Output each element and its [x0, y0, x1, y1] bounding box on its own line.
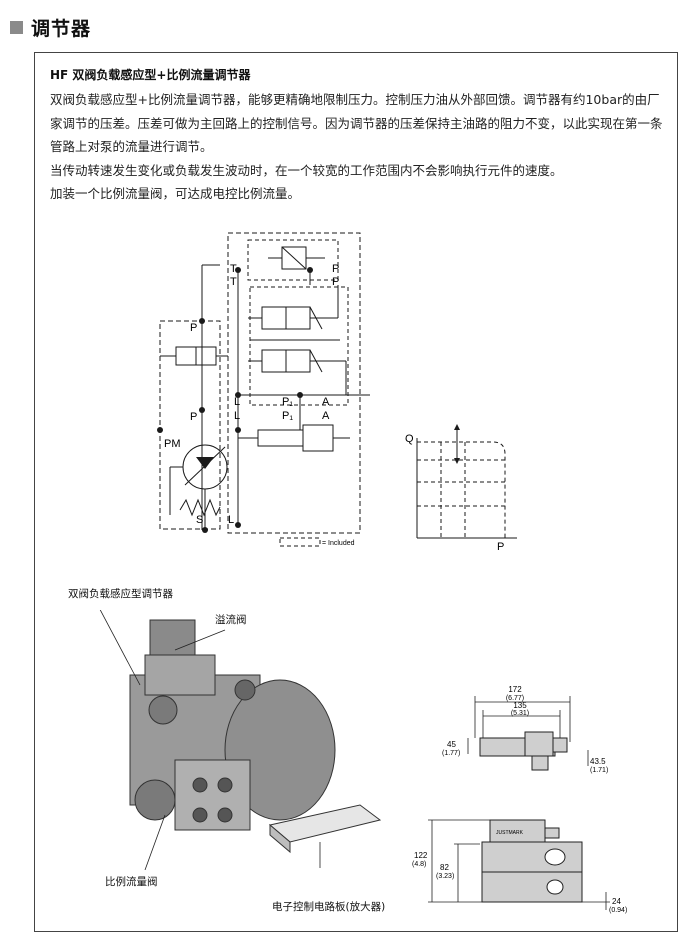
port-l-lower: L: [228, 514, 234, 526]
dim-45: 45: [447, 740, 456, 749]
dim-135: 135: [513, 701, 527, 710]
dim-122: 122: [414, 851, 428, 860]
header-square-icon: [10, 20, 23, 34]
paragraph-2: 当传动转速发生变化或负载发生波动时，在一个较宽的工作范围内不会影响执行元件的速度…: [50, 162, 563, 178]
port-p-lower: P: [332, 276, 339, 288]
dim-82: 82: [440, 863, 449, 872]
graph-ylabel: Q: [405, 433, 414, 445]
port-t-lower: T: [230, 276, 237, 288]
port-s: S: [196, 514, 203, 526]
port-l-upper: L: [234, 396, 240, 408]
section-subtitle: HF 双阀负载感应型+比例流量调节器: [50, 68, 251, 82]
dim-45-inch: (1.77): [442, 750, 460, 757]
port-l-mid: L: [234, 410, 240, 422]
label-dual-valve-regulator: 双阀负载感应型调节器: [68, 588, 173, 600]
port-a-lower: A: [322, 410, 330, 422]
dim-24: 24: [612, 897, 621, 906]
port-p-left-lower: P: [190, 411, 197, 423]
pump-product-photo: [99, 610, 382, 870]
qp-characteristic-graph: Q P: [405, 424, 517, 550]
dim-24-inch: (0.94): [609, 907, 627, 914]
label-relief-valve: 溢流阀: [215, 614, 247, 626]
paragraph-3: 加装一个比例流量阀，可达成电控比例流量。: [50, 186, 301, 201]
dimension-drawing-bottom: JUSTMARK 122 (4.8) 82 (3.23) 24 (0.94): [412, 819, 627, 914]
dimension-drawing-top: 172 (6.77) 135 (5.31) 45 (1.77) 43.5 (1.…: [442, 685, 608, 774]
port-t-upper: T: [230, 263, 237, 275]
port-p-left-upper: P: [190, 322, 197, 334]
dim-82-inch: (3.23): [436, 873, 454, 880]
section-header: 调节器: [10, 14, 91, 40]
dim-43-5-inch: (1.71): [590, 767, 608, 774]
page-title: 调节器: [31, 17, 92, 40]
description-text: 双阀负载感应型+比例流量调节器，能够更精确地限制压力。控制压力油从外部回馈。调节…: [50, 88, 668, 206]
label-proportional-flow-valve: 比例流量阀: [105, 876, 158, 888]
paragraph-1: 双阀负载感应型+比例流量调节器，能够更精确地限制压力。控制压力油从外部回馈。调节…: [50, 92, 663, 154]
dim-43-5: 43.5: [590, 757, 606, 766]
brand-label: JUSTMARK: [496, 830, 524, 836]
dim-135-inch: (5.31): [511, 710, 529, 717]
port-p-upper: P: [332, 263, 339, 275]
port-pm: PM: [164, 438, 181, 450]
dim-122-inch: (4.8): [412, 861, 426, 868]
graph-xlabel: P: [497, 541, 504, 550]
port-p1-lower: P₁: [282, 410, 293, 422]
port-p1-upper: P₁: [282, 396, 293, 408]
port-a-upper: A: [322, 396, 330, 408]
included-legend: = Included: [322, 540, 355, 547]
dim-172-inch: (6.77): [506, 695, 524, 702]
label-electronic-board: 电子控制电路板(放大器): [272, 901, 386, 913]
hydraulic-schematic: T T P P P P L P₁ P₁ A A L PM S L = Inclu…: [157, 232, 370, 547]
dim-172: 172: [508, 685, 522, 694]
content-frame: [34, 52, 678, 932]
